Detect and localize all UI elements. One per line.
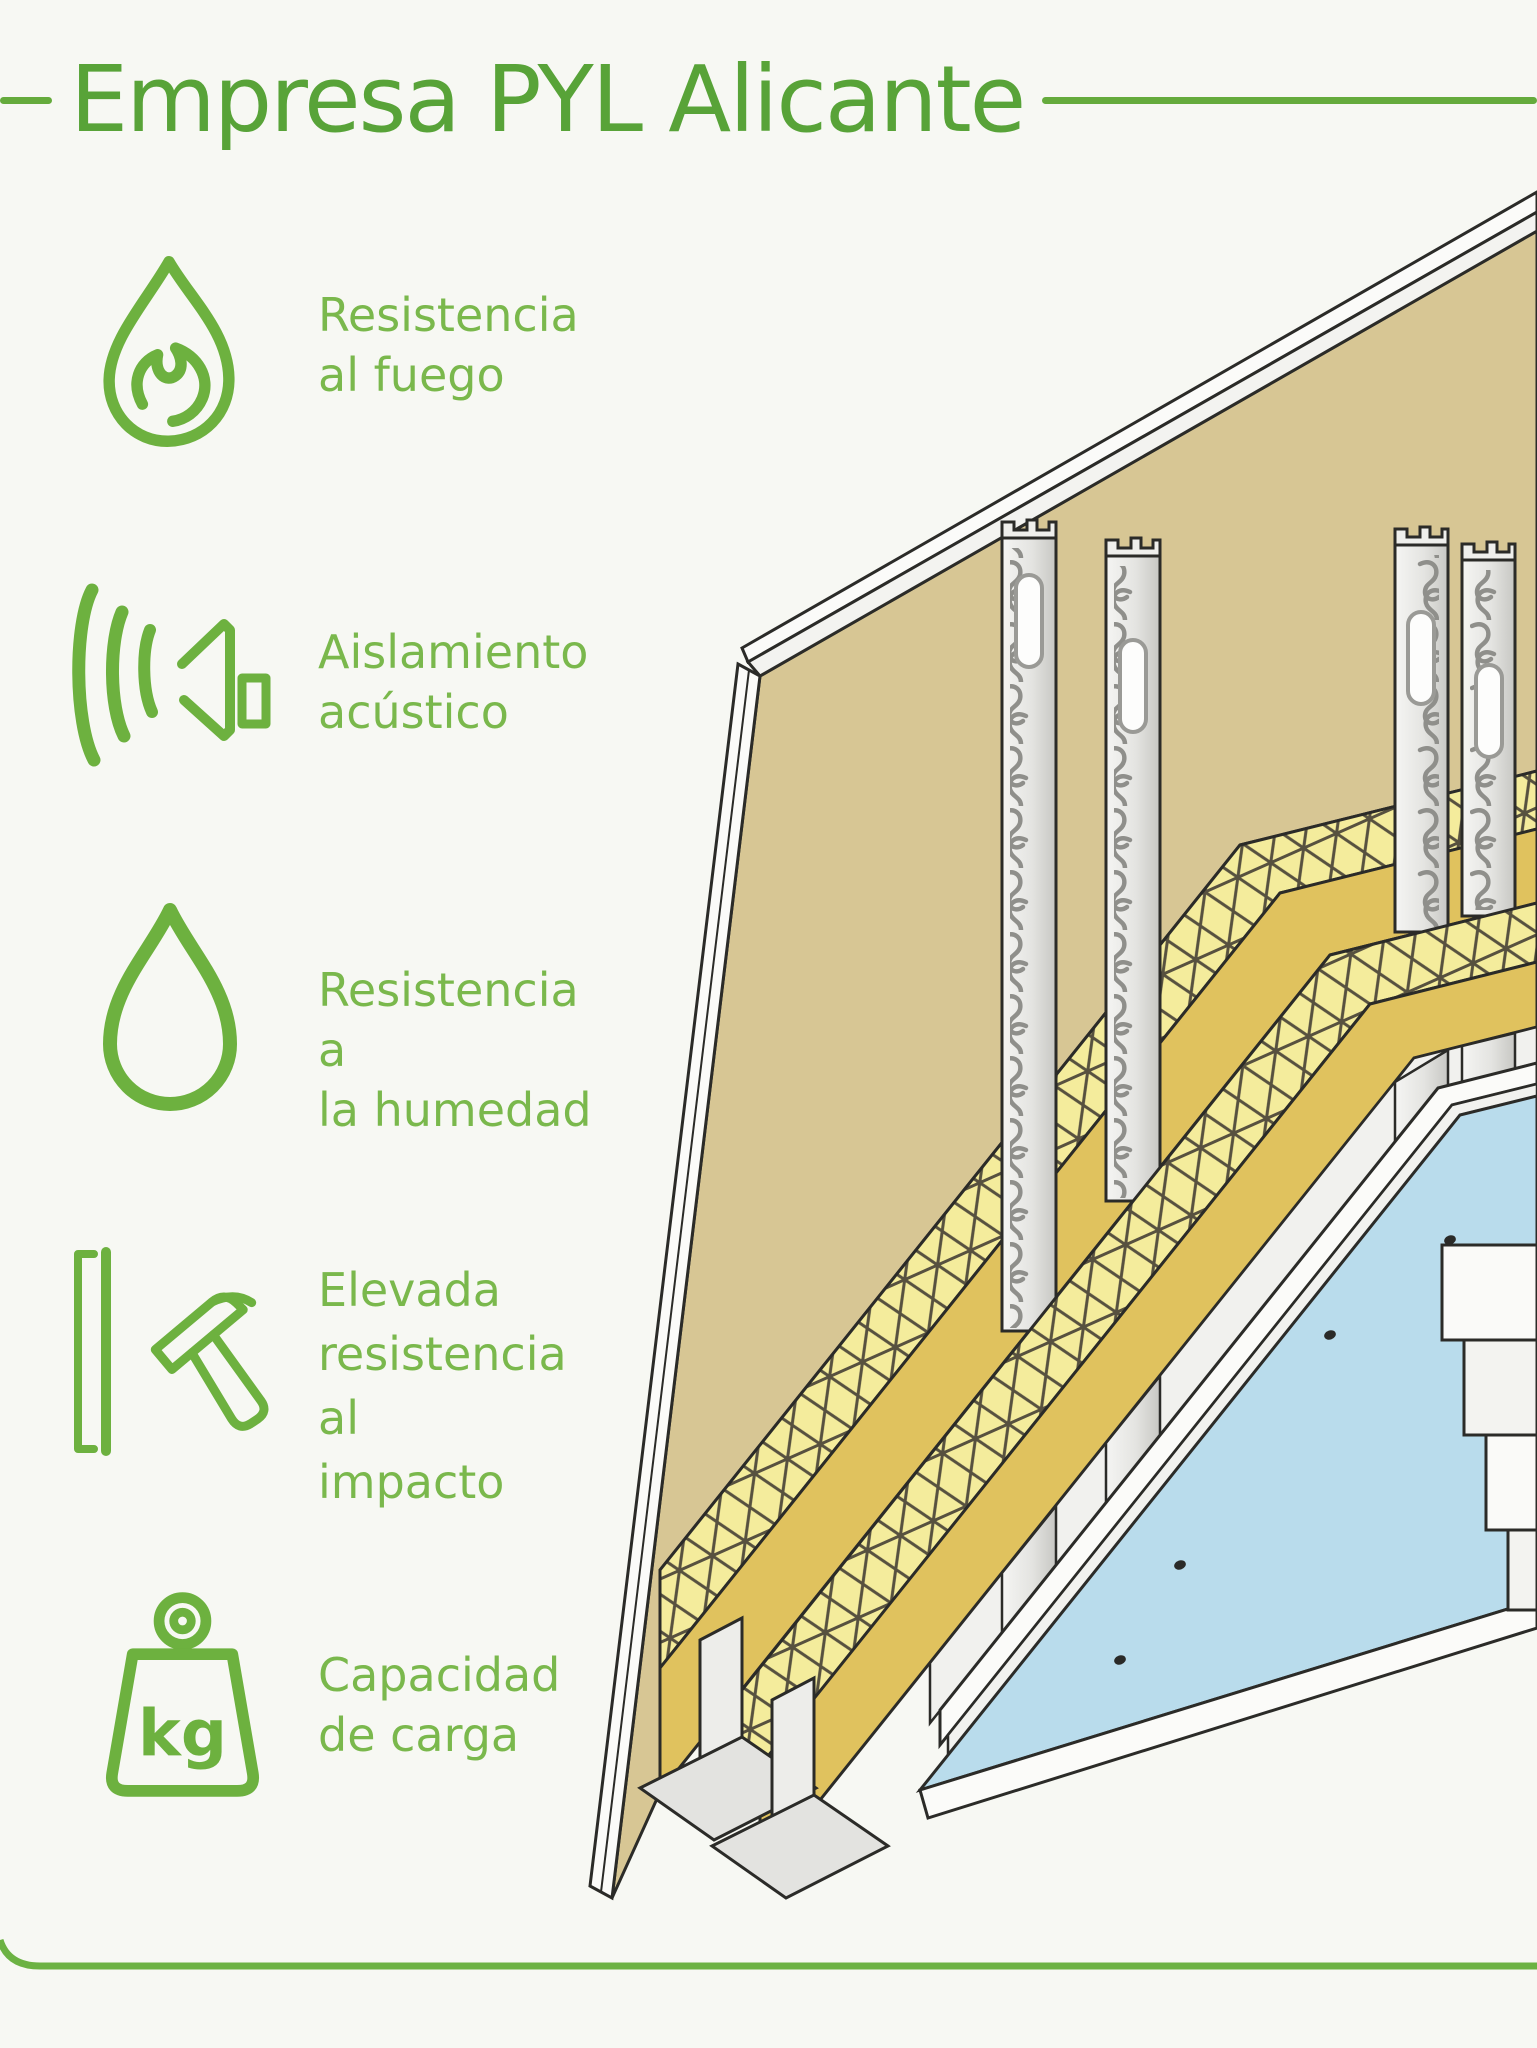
title-rule-left (0, 96, 52, 104)
metal-stud-group-right (1393, 525, 1517, 934)
metal-stud-group-left (1000, 518, 1162, 1333)
feature-label: Resistencia al fuego (318, 288, 579, 402)
front-board-top-edge (938, 1061, 1537, 1750)
front-board-bottom-edge (918, 1598, 1537, 1820)
flame-icon (103, 255, 235, 447)
feature-label: Resistencia a la humedad (318, 963, 592, 1137)
stud-top-profile (1460, 540, 1517, 560)
speaker-sound-waves-icon (72, 583, 271, 767)
stud-perforations (1010, 548, 1046, 1328)
stud-top-profile (1393, 525, 1450, 545)
stud-top-profile (1000, 518, 1058, 538)
stud-slot (1406, 610, 1436, 706)
stud-slot (1474, 663, 1504, 759)
feature-label: Aislamiento acústico (318, 625, 589, 739)
screw-dots (1114, 1235, 1456, 1665)
feature-label: Elevada resistencia al impacto (318, 1263, 567, 1509)
page-header: Empresa PYL Alicante (0, 46, 1537, 153)
stud-slot (1118, 638, 1148, 734)
page-title: Empresa PYL Alicante (70, 46, 1026, 153)
feature-label: Capacidad de carga (318, 1648, 561, 1762)
track-base (709, 1793, 891, 1900)
water-drop-icon (103, 903, 237, 1111)
cavity-gap-band (928, 1025, 1537, 1727)
hammer-wall-icon (74, 1247, 269, 1456)
bottom-border-line (0, 1938, 1537, 1970)
staggered-board-steps (1440, 1243, 1537, 1612)
stud-top-profile (1104, 536, 1162, 556)
kg-badge: kg (138, 1697, 227, 1772)
left-edge-joint-line (600, 669, 750, 1893)
back-board-top-edge-inner (745, 210, 1537, 678)
back-board-top-edge-outer (740, 190, 1537, 665)
title-rule-right (1042, 96, 1537, 104)
kg-weight-icon: kg (105, 1592, 260, 1797)
stud-slot (1014, 573, 1044, 669)
floor-track-channels (637, 1615, 891, 1900)
